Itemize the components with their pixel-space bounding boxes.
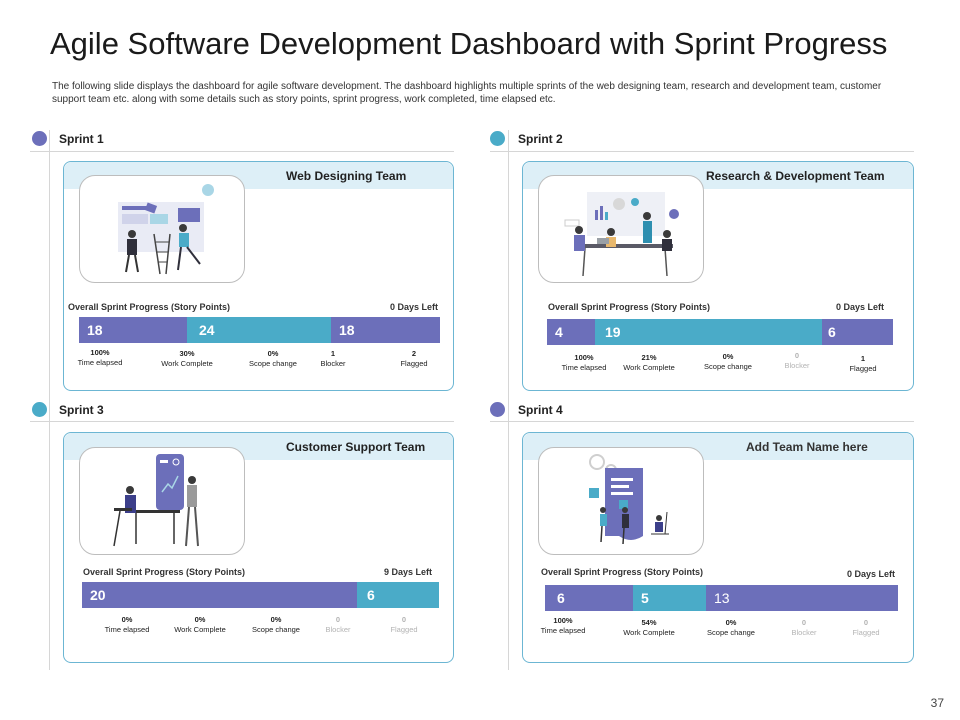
timeline-line-right [508,130,509,670]
sprint-1-progress-bar: 18 24 18 [79,317,440,343]
sprint-2-stat-scope-change: 0%Scope change [704,352,752,371]
sprint-4-segment-1: 6 [545,585,633,611]
sprint-1-divider [30,151,454,152]
sprint-2-segment-3: 6 [822,319,893,345]
sprint-3-stat-work-complete: 0%Work Complete [174,615,226,634]
customer-support-illustration [79,447,245,555]
sprint-4-segment-2: 5 [633,585,706,611]
sprint-2-progress-label: Overall Sprint Progress (Story Points) [548,302,711,312]
sprint-4-card: Add Team Name here Overall Sprint Progre… [522,432,914,663]
page-number: 37 [930,696,944,710]
sprint-3-divider [30,421,454,422]
sprint-1-team-name: Web Designing Team [286,169,407,183]
sprint-2-segment-2: 19 [595,319,822,345]
sprint-3-segment-2: 6 [357,582,439,608]
web-design-team-image [118,184,214,275]
web-design-illustration [79,175,245,283]
sprint-3-dot [32,402,47,417]
sprint-1-stat-time-elapsed: 100%Time elapsed [77,348,123,367]
sprint-4-progress-bar: 6 5 13 [545,585,898,611]
sprint-4-progress-label: Overall Sprint Progress (Story Points) [541,567,704,577]
sprint-1-card: Web Designing Team Overall Sprint Progre… [63,161,454,391]
sprint-3-days-left: 9 Days Left [384,567,433,577]
sprint-2-label: Sprint 2 [518,132,563,146]
sprint-3-progress-label: Overall Sprint Progress (Story Points) [83,567,246,577]
sprint-1-days-left: 0 Days Left [390,302,439,312]
sprint-1-progress-label: Overall Sprint Progress (Story Points) [68,302,231,312]
timeline-line-left [49,130,50,670]
sprint-4-stat-scope-change: 0%Scope change [707,618,755,637]
sprint-1-segment-3: 18 [331,317,440,343]
sprint-2-stat-work-complete: 21%Work Complete [623,353,675,372]
sprint-3-segment-1: 20 [82,582,357,608]
sprint-2-stat-time-elapsed: 100%Time elapsed [561,353,607,372]
sprint-4-label: Sprint 4 [518,403,563,417]
sprint-1-stat-work-complete: 30%Work Complete [161,349,213,368]
team-placeholder-illustration [538,447,704,555]
team-placeholder-image [589,454,669,545]
sprint-4-stat-work-complete: 54%Work Complete [623,618,675,637]
sprint-2-segment-1: 4 [547,319,595,345]
research-team-illustration [538,175,704,283]
sprint-3-label: Sprint 3 [59,403,104,417]
sprint-4-days-left: 0 Days Left [847,569,896,579]
sprint-3-card: Customer Support Team Overall Sprint Pro… [63,432,454,663]
sprint-2-days-left: 0 Days Left [836,302,885,312]
sprint-3-stat-scope-change: 0%Scope change [252,615,300,634]
sprint-2-divider [490,151,914,152]
sprint-1-label: Sprint 1 [59,132,104,146]
sprint-2-dot [490,131,505,146]
sprint-2-team-name: Research & Development Team [706,169,885,183]
sprint-1-segment-1: 18 [79,317,187,343]
sprint-4-divider [490,421,914,422]
sprint-2-card: Research & Development Team Overall Spri… [522,161,914,391]
sprint-3-progress-bar: 20 6 [82,582,439,608]
sprint-4-team-name: Add Team Name here [746,440,868,454]
sprint-3-stat-time-elapsed: 0%Time elapsed [104,615,150,634]
page-description: The following slide displays the dashboa… [52,81,882,105]
research-team-image [564,192,679,277]
sprint-3-team-name: Customer Support Team [286,440,426,454]
sprint-2-progress-bar: 4 19 6 [547,319,893,345]
sprint-4-stat-time-elapsed: 100%Time elapsed [540,616,586,635]
sprint-1-segment-2: 24 [187,317,331,343]
page-title: Agile Software Development Dashboard wit… [50,26,888,61]
sprint-4-segment-3: 13 [706,585,898,611]
customer-support-image [113,454,199,547]
sprint-1-stat-scope-change: 0%Scope change [249,349,297,368]
sprint-4-dot [490,402,505,417]
sprint-1-dot [32,131,47,146]
